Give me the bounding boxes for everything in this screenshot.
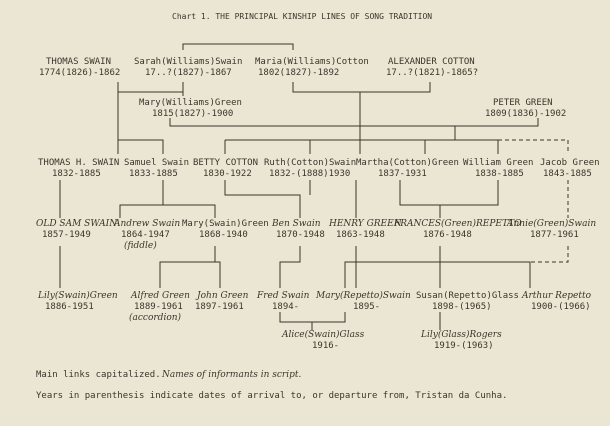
mary-swain-name: Mary(Swain)Green bbox=[182, 219, 269, 229]
chart-title: Chart 1. THE PRINCIPAL KINSHIP LINES OF … bbox=[172, 12, 432, 21]
sarah-dates: 17..?(1827)-1867 bbox=[145, 68, 232, 78]
lily-name: Lily(Swain)Green bbox=[37, 290, 118, 301]
martha-name: Martha(Cotton)Green bbox=[356, 158, 459, 168]
fred-name: Fred Swain bbox=[256, 291, 310, 301]
mary-repetto-dates: 1895- bbox=[353, 302, 380, 312]
betty-dates: 1830-1922 bbox=[203, 169, 252, 179]
alexander-dates: 17..?(1821)-1865? bbox=[386, 68, 478, 78]
alexander-name: ALEXANDER COTTON bbox=[388, 57, 475, 67]
mary-swain-dates: 1868-1940 bbox=[199, 230, 248, 240]
old-sam-name: OLD SAM SWAIN bbox=[36, 219, 118, 229]
andrew-name: Andrew Swain bbox=[113, 219, 180, 229]
sarah-name: Sarah(Williams)Swain bbox=[134, 57, 242, 67]
note-years: Years in parenthesis indicate dates of a… bbox=[36, 391, 507, 401]
arthur-name: Arthur Repetto bbox=[521, 291, 592, 301]
peter-green-name: PETER GREEN bbox=[493, 98, 553, 108]
lily-glass-dates: 1919-(1963) bbox=[434, 341, 494, 351]
lily-glass-name: Lily(Glass)Rogers bbox=[420, 329, 502, 340]
maria-dates: 1802(1827)-1892 bbox=[258, 68, 339, 78]
ben-name: Ben Swain bbox=[271, 219, 321, 229]
ben-dates: 1870-1948 bbox=[276, 230, 325, 240]
andrew-dates: 1864-1947 bbox=[121, 230, 170, 240]
frances-name: FRANCES(Green)REPETTO bbox=[393, 218, 522, 229]
annie-name: Annie(Green)Swain bbox=[506, 218, 596, 229]
william-dates: 1838-1885 bbox=[475, 169, 524, 179]
old-sam-dates: 1857-1949 bbox=[42, 230, 91, 240]
samuel-dates: 1833-1885 bbox=[129, 169, 178, 179]
connector-lines bbox=[59, 43, 569, 330]
mary-green-name: Mary(Williams)Green bbox=[139, 98, 242, 108]
susan-dates: 1898-(1965) bbox=[432, 302, 492, 312]
maria-name: Maria(Williams)Cotton bbox=[255, 57, 369, 67]
frances-dates: 1876-1948 bbox=[423, 230, 472, 240]
samuel-name: Samuel Swain bbox=[124, 158, 189, 168]
ruth-dates: 1832-(1888)1930 bbox=[269, 169, 350, 179]
peter-green-dates: 1809(1836)-1902 bbox=[485, 109, 566, 119]
john-name: John Green bbox=[195, 291, 249, 301]
thomas-swain-name: THOMAS SWAIN bbox=[46, 57, 111, 67]
alice-dates: 1916- bbox=[312, 341, 339, 351]
alice-name: Alice(Swain)Glass bbox=[281, 329, 365, 340]
note-main-links: Main links capitalized. bbox=[36, 370, 161, 380]
ruth-name: Ruth(Cotton)Swain bbox=[264, 158, 356, 168]
fred-dates: 1894- bbox=[272, 302, 299, 312]
alfred-name: Alfred Green bbox=[130, 291, 190, 301]
alfred-note: (accordion) bbox=[129, 312, 182, 323]
william-name: William Green bbox=[463, 158, 533, 168]
lily-dates: 1886-1951 bbox=[45, 302, 94, 312]
arthur-dates: 1900-(1966) bbox=[531, 302, 591, 312]
annie-dates: 1877-1961 bbox=[530, 230, 579, 240]
andrew-note: (fiddle) bbox=[124, 240, 157, 251]
betty-name: BETTY COTTON bbox=[193, 158, 258, 168]
henry-name: HENRY GREEN bbox=[328, 219, 403, 229]
thomas-h-name: THOMAS H. SWAIN bbox=[38, 158, 119, 168]
thomas-swain-dates: 1774(1826)-1862 bbox=[39, 68, 120, 78]
susan-name: Susan(Repetto)Glass bbox=[416, 291, 519, 301]
jacob-name: Jacob Green bbox=[540, 158, 600, 168]
mary-repetto-name: Mary(Repetto)Swain bbox=[315, 290, 411, 301]
alfred-dates: 1889-1961 bbox=[134, 302, 183, 312]
note-informants: Names of informants in script. bbox=[161, 370, 301, 380]
mary-green-dates: 1815(1827)-1900 bbox=[152, 109, 233, 119]
jacob-dates: 1843-1885 bbox=[543, 169, 592, 179]
martha-dates: 1837-1931 bbox=[378, 169, 427, 179]
henry-dates: 1863-1948 bbox=[336, 230, 385, 240]
thomas-h-dates: 1832-1885 bbox=[52, 169, 101, 179]
john-dates: 1897-1961 bbox=[195, 302, 244, 312]
